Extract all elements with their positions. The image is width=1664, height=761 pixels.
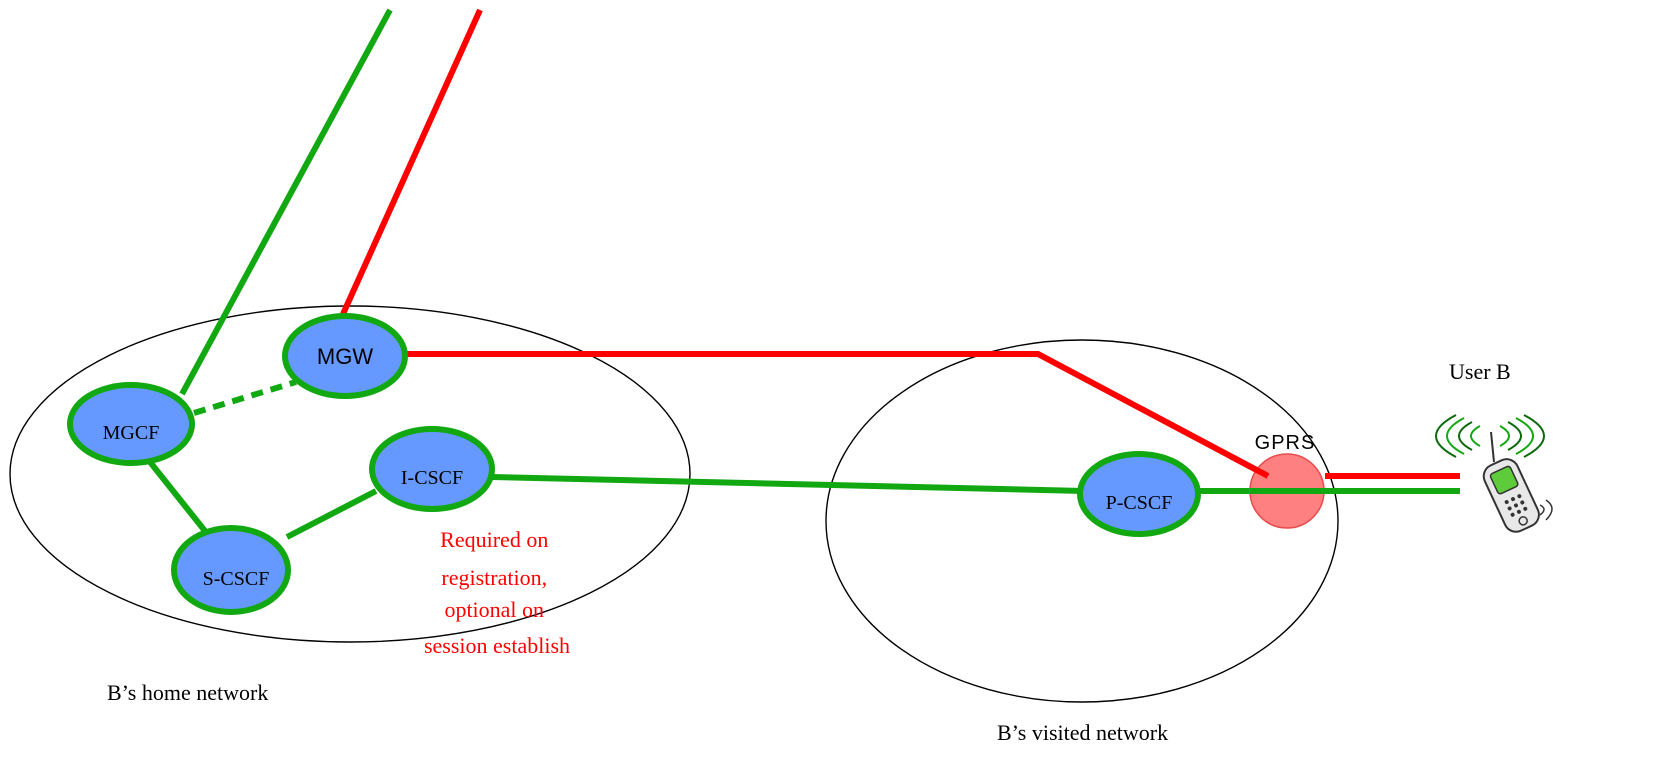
mgcf-mgw-dashed-link bbox=[193, 379, 297, 416]
icscf-requirement-note: Required on registration, optional on se… bbox=[424, 527, 570, 658]
home-network-outline bbox=[9, 305, 691, 643]
mgw-upstream-link bbox=[340, 8, 483, 316]
scscf-node: S-CSCF bbox=[171, 525, 291, 615]
note-line-2: registration, bbox=[441, 565, 547, 590]
mgcf-node: MGCF bbox=[67, 382, 195, 466]
pcscf-label: P-CSCF bbox=[1106, 492, 1173, 514]
gprs-entry-segment bbox=[1228, 453, 1270, 479]
signaling-links bbox=[147, 8, 1460, 540]
pcscf-node-shape bbox=[1077, 451, 1201, 537]
home-network-label: B’s home network bbox=[107, 680, 268, 705]
radio-waves-icon bbox=[1435, 414, 1545, 458]
mgcf-scscf-link bbox=[147, 460, 208, 533]
mgw-node: MGW bbox=[282, 313, 408, 399]
mgw-label: MGW bbox=[317, 344, 373, 369]
gprs-node: GPRS bbox=[1249, 432, 1325, 529]
mgcf-label: MGCF bbox=[103, 422, 160, 444]
gprs-label: GPRS bbox=[1255, 432, 1316, 454]
icscf-label: I-CSCF bbox=[401, 467, 463, 489]
scscf-label: S-CSCF bbox=[203, 568, 270, 590]
note-line-3: optional on bbox=[444, 597, 544, 622]
user-label: User B bbox=[1449, 359, 1511, 384]
pcscf-node: P-CSCF bbox=[1077, 451, 1201, 537]
note-line-4: session establish bbox=[424, 633, 570, 658]
scscf-icscf-link bbox=[285, 488, 378, 540]
mgw-gprs-link bbox=[405, 351, 1270, 479]
visited-network-label: B’s visited network bbox=[997, 720, 1168, 745]
mgw-node-shape bbox=[282, 313, 408, 399]
visited-network-outline bbox=[825, 339, 1339, 703]
media-links bbox=[340, 8, 1460, 479]
icscf-pcscf-link bbox=[491, 474, 1085, 494]
scscf-node-shape bbox=[171, 525, 291, 615]
mgcf-upstream-link bbox=[179, 8, 393, 396]
note-line-1: Required on bbox=[440, 527, 548, 552]
icscf-node-shape bbox=[369, 426, 495, 512]
mgcf-node-shape bbox=[67, 382, 195, 466]
icscf-node: I-CSCF bbox=[369, 426, 495, 512]
mobile-phone-icon bbox=[1435, 414, 1553, 533]
